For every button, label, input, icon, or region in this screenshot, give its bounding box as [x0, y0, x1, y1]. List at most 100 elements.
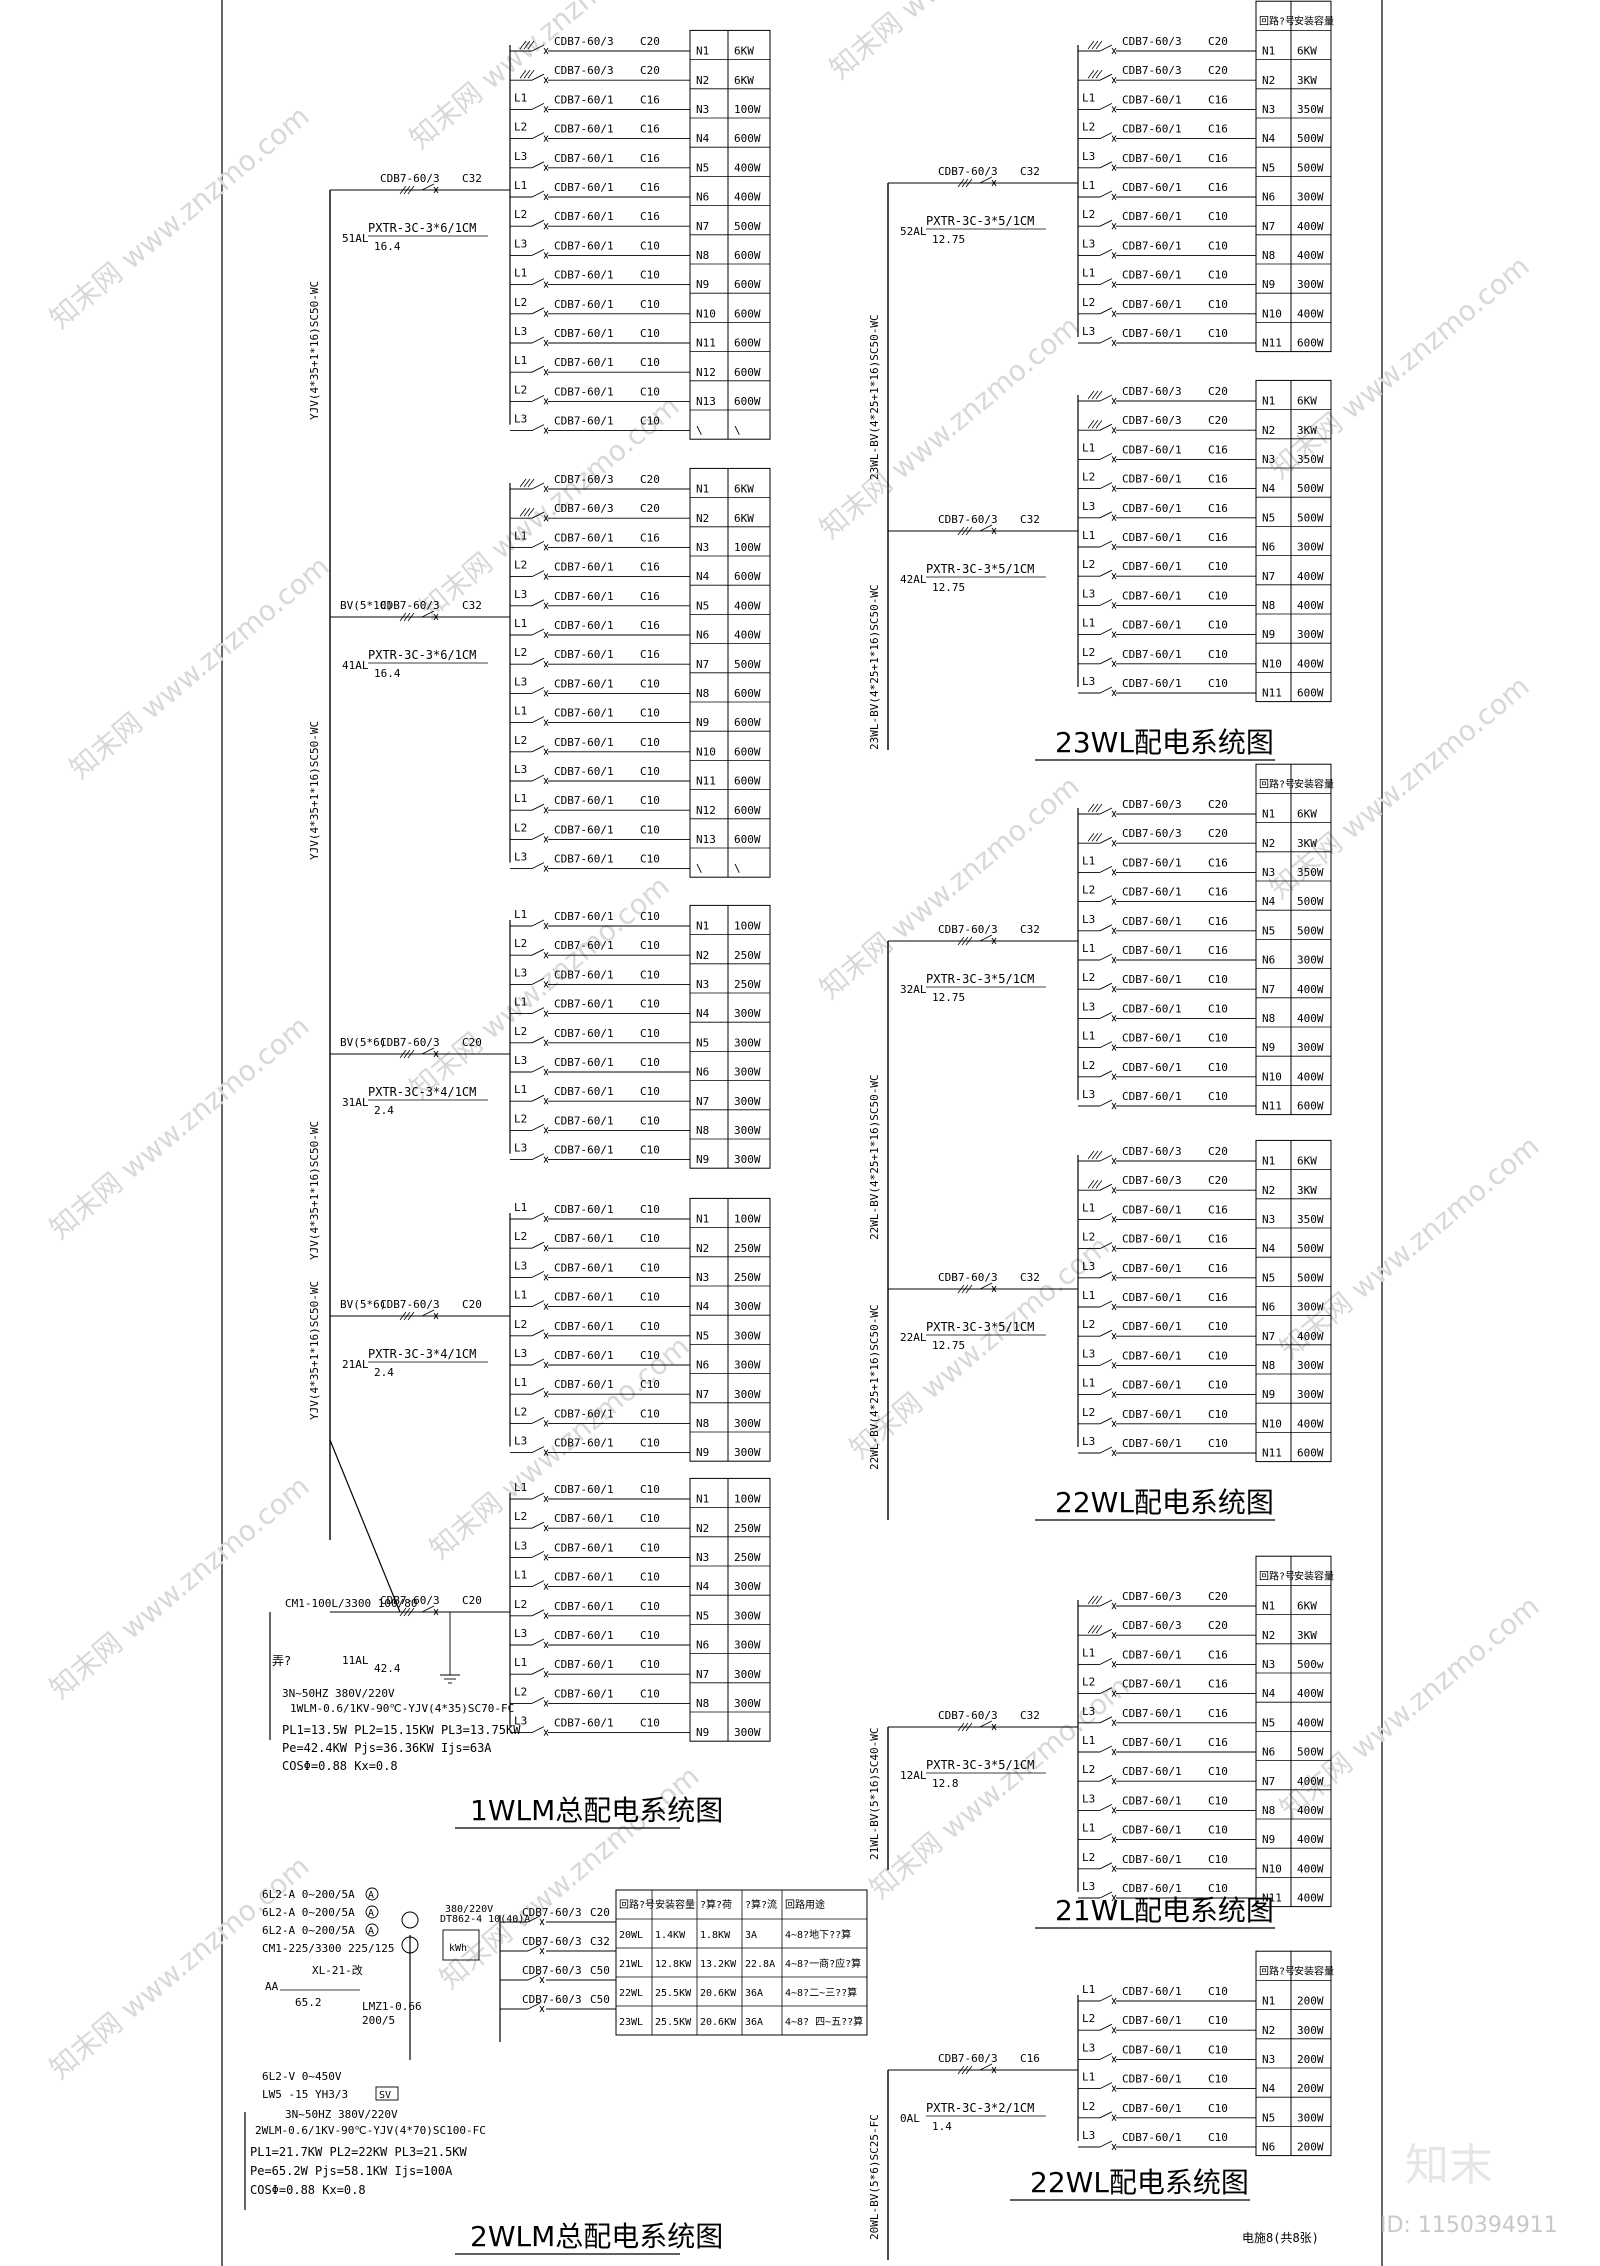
loop-number: N7 — [1262, 1775, 1275, 1788]
breaker-contact — [531, 745, 545, 753]
phase-label: L2 — [514, 559, 527, 572]
phase-label: L2 — [514, 296, 527, 309]
breaker-contact — [531, 482, 545, 490]
phase-label: L1 — [514, 705, 527, 718]
breaker-cross — [543, 485, 549, 493]
phase-label: L1 — [514, 1656, 527, 1669]
breaker-model: CDB7-60/1 — [554, 1483, 614, 1496]
phase-label: L3 — [514, 1142, 527, 1155]
phase-label: L2 — [1082, 558, 1095, 571]
breaker-cross — [991, 179, 997, 187]
breaker-contact — [1099, 569, 1113, 577]
breaker-cross — [1111, 514, 1117, 522]
capacity-value: 500W — [1297, 161, 1324, 174]
capacity-value: \ — [734, 862, 741, 875]
phase-label: L2 — [1082, 296, 1095, 309]
phase-tick — [407, 612, 415, 622]
breaker-model: CDB7-60/1 — [1122, 1853, 1182, 1866]
phase-label: L1 — [514, 1376, 527, 1389]
breaker-model: CDB7-60/1 — [554, 561, 614, 574]
ammeter-spec: 6L2-A 0~200/5A — [262, 1888, 355, 1901]
loop-number: N12 — [696, 366, 716, 379]
breaker-contact — [531, 599, 545, 607]
breaker-model: CDB7-60/1 — [1122, 1824, 1182, 1837]
trunk-cable-label: 20WL-BV(5*6)SC25-FC — [868, 2114, 881, 2240]
breaker-contact — [527, 2002, 541, 2010]
phase-tick — [1091, 832, 1099, 842]
breaker-cross — [543, 1612, 549, 1620]
breaker-rating: C10 — [1208, 619, 1228, 632]
breaker-contact — [531, 394, 545, 402]
breaker-model: CDB7-60/1 — [554, 707, 614, 720]
breaker-model: CDB7-60/1 — [1122, 1349, 1182, 1362]
bv-cable: BV(5*6) — [340, 1036, 386, 1049]
capacity-value: 400W — [1297, 1330, 1324, 1343]
loop-table-header: 安装容量 — [655, 1898, 695, 1911]
breaker-model: CDB7-60/1 — [1122, 1437, 1182, 1450]
breaker-cross — [543, 602, 549, 610]
capacity-value: 3KW — [1297, 837, 1317, 850]
breaker-contact — [531, 628, 545, 636]
breaker-contact — [1099, 1628, 1113, 1636]
breaker-contact — [1099, 628, 1113, 636]
loop-number: N9 — [1262, 628, 1275, 641]
breaker-contact — [531, 1241, 545, 1249]
capacity-value: 600W — [1297, 337, 1324, 350]
breaker-model: CDB7-60/3 — [1122, 64, 1182, 77]
loop-number: N11 — [696, 337, 716, 350]
phase-tick — [527, 507, 535, 517]
breaker-model: CDB7-60/1 — [1122, 1379, 1182, 1392]
loop-number: N3 — [696, 978, 709, 991]
phase-label: L3 — [1082, 2129, 1095, 2142]
loop-number: N7 — [696, 220, 709, 233]
breaker-rating: C10 — [1208, 973, 1228, 986]
breaker-contact — [531, 424, 545, 432]
ct-symbol — [401, 1911, 419, 1929]
breaker-cross — [543, 922, 549, 930]
phase-tick — [1091, 1150, 1099, 1160]
breaker-cross — [1111, 339, 1117, 347]
breaker-rating: C10 — [640, 910, 660, 923]
panel-kw: 2.4 — [374, 1104, 394, 1117]
feeder-breaker: CDB7-60/3 — [380, 599, 440, 612]
loop-number: N8 — [696, 687, 709, 700]
breaker-rating: C10 — [640, 1512, 660, 1525]
breaker-model: CDB7-60/1 — [554, 1291, 614, 1304]
loop-number: N2 — [1262, 74, 1275, 87]
loop-number: N4 — [1262, 1242, 1276, 1255]
phase-label: L3 — [1082, 1792, 1095, 1805]
breaker-model: CDB7-60/1 — [554, 327, 614, 340]
breaker-contact — [531, 1726, 545, 1734]
breaker-contact — [531, 570, 545, 578]
breaker-contact — [531, 219, 545, 227]
capacity-value: 300W — [1297, 628, 1324, 641]
breaker-contact — [531, 1416, 545, 1424]
feeder-breaker: CDB7-60/3 — [938, 923, 998, 936]
breaker-cross — [1111, 164, 1117, 172]
breaker-cross — [433, 1312, 439, 1320]
breaker-model: CDB7-60/1 — [554, 385, 614, 398]
kwh-model: DT862-4 10(40)A — [440, 1914, 530, 1925]
capacity-value: 400W — [1297, 307, 1324, 320]
capacity-value: 300W — [734, 1036, 761, 1049]
feeder-rating: C32 — [462, 599, 482, 612]
loop-number: N10 — [696, 745, 716, 758]
loop-number: N9 — [696, 716, 709, 729]
phase-label: L1 — [1082, 441, 1095, 454]
panel-id: 42AL — [900, 573, 927, 586]
breaker-model: CDB7-60/1 — [1122, 1765, 1182, 1778]
breaker-cross — [543, 719, 549, 726]
breaker-model: CDB7-60/3 — [554, 64, 614, 77]
breaker-cross — [1111, 602, 1117, 609]
capacity-value: 600W — [734, 337, 761, 350]
phase-tick — [1095, 40, 1103, 50]
phase-label: L3 — [514, 1539, 527, 1552]
breaker-model: CDB7-60/1 — [554, 1687, 614, 1700]
breaker-contact — [531, 1580, 545, 1588]
loop-number: N8 — [1262, 1012, 1275, 1025]
breaker-rating: C16 — [1208, 1707, 1228, 1720]
breaker-contact — [1099, 1041, 1113, 1049]
breaker-model: CDB7-60/1 — [1122, 1032, 1182, 1045]
capacity-value: 300W — [1297, 278, 1324, 291]
phase-label: L2 — [514, 646, 527, 659]
